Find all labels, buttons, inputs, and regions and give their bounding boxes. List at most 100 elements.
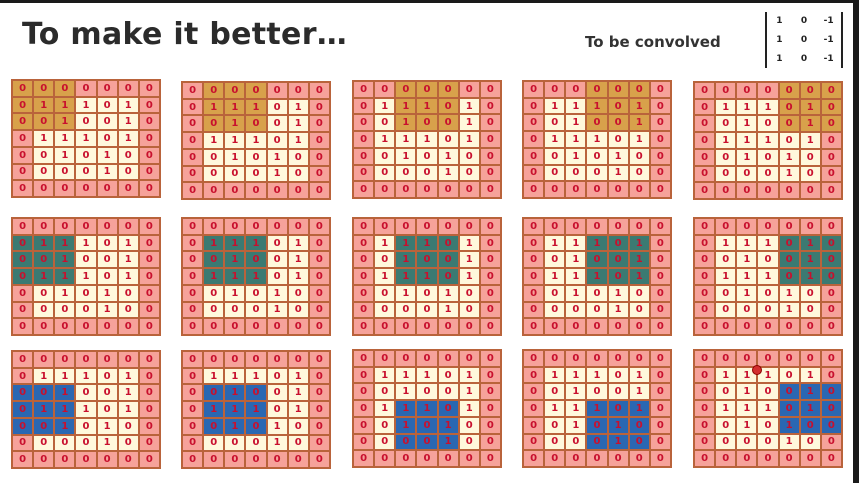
matrix-cell: 0 [778,450,800,467]
kernel-label: To be convolved [585,33,721,51]
matrix-cell: 1 [799,383,821,401]
matrix-cell: 0 [75,384,97,402]
matrix-cell: 0 [353,218,375,235]
matrix-cell: 0 [757,218,779,235]
matrix-cell: 0 [736,450,758,467]
matrix-cell: 1 [715,132,737,149]
matrix-cell: 0 [203,218,225,235]
matrix-cell: 0 [736,301,758,319]
matrix-cell: 0 [33,417,55,435]
matrix-cell: 0 [308,401,330,418]
matrix-cell: 1 [715,234,737,252]
matrix-cell: 0 [182,234,204,252]
matrix-cell: 0 [308,301,330,319]
matrix-cell: 1 [245,401,267,418]
matrix-cell: 0 [820,132,842,149]
matrix-cell: 0 [778,218,800,235]
matrix-cell: 0 [820,366,842,384]
matrix-cell: 1 [395,97,417,115]
matrix-cell: 0 [565,301,587,319]
matrix-cell: 0 [437,97,459,115]
matrix-cell: 1 [416,400,438,417]
matrix-cell: 1 [54,284,76,302]
matrix-cell: 0 [182,182,204,199]
matrix-cell: 1 [565,147,587,165]
matrix-cell: 1 [33,401,55,418]
matrix-cell: 0 [96,318,118,335]
matrix-cell: 1 [607,147,629,165]
matrix-cell: 1 [544,400,566,417]
matrix-cell: 0 [308,284,330,302]
matrix-cell: 0 [33,113,55,131]
matrix-cell: 0 [757,450,779,467]
matrix-cell: 0 [224,218,246,235]
matrix-cell: 1 [458,268,480,285]
matrix-cell: 0 [308,182,330,199]
matrix-cell: 0 [523,234,545,252]
matrix-cell: 0 [586,81,608,98]
matrix-cell: 0 [75,146,97,164]
matrix-cell: 0 [523,366,545,384]
matrix-cell: 1 [266,165,288,183]
kernel-cell: -1 [823,34,834,45]
matrix-cell: 1 [224,251,246,269]
matrix-cell: 0 [245,251,267,269]
matrix-cell: 1 [607,164,629,182]
matrix-cell: 0 [757,383,779,401]
matrix-cell: 0 [757,251,779,269]
matrix-cell: 0 [586,147,608,165]
matrix-cell: 0 [308,165,330,183]
matrix-cell: 0 [12,417,34,435]
matrix-cell: 1 [565,234,587,252]
matrix-cell: 1 [224,148,246,166]
matrix-cell: 0 [96,180,118,197]
matrix-cell: 1 [757,268,779,285]
matrix-cell: 0 [266,268,288,285]
matrix-cell: 0 [694,301,716,319]
kernel-cell: 1 [776,16,783,27]
matrix-cell: 1 [224,367,246,385]
matrix-cell: 1 [54,113,76,131]
matrix-cell: 1 [437,284,459,302]
matrix-cell: 0 [12,180,34,197]
matrix-cell: 0 [33,163,55,181]
matrix-cell: 0 [96,130,118,147]
matrix-cell: 0 [12,318,34,335]
matrix-cell: 0 [565,81,587,98]
matrix-cell: 0 [182,98,204,116]
matrix-cell: 0 [479,131,501,148]
matrix-cell: 0 [138,251,160,269]
matrix-cell: 1 [607,433,629,451]
matrix-cell: 0 [12,96,34,114]
matrix-cell: 0 [203,434,225,452]
matrix-cell: 0 [479,234,501,252]
matrix-cell: 0 [715,383,737,401]
matrix-cell: 0 [12,384,34,402]
matrix-cell: 0 [308,417,330,435]
matrix-cell: 0 [96,96,118,114]
matrix-cell: 0 [649,234,671,252]
matrix-cell: 0 [479,366,501,384]
matrix-cell: 0 [374,251,396,269]
matrix-cell: 0 [649,284,671,302]
matrix-cell: 0 [544,251,566,269]
matrix-cell: 0 [117,351,139,368]
matrix-cell: 0 [182,218,204,235]
matrix-cell: 0 [245,218,267,235]
matrix-cell: 0 [736,218,758,235]
matrix-cell: 0 [694,318,716,335]
matrix-cell: 1 [203,268,225,285]
matrix-cell: 0 [544,284,566,302]
matrix-cell: 0 [33,80,55,97]
matrix-cell: 1 [544,366,566,384]
matrix-cell: 0 [203,251,225,269]
matrix-cell: 0 [544,164,566,182]
matrix-cell: 0 [607,81,629,98]
matrix-cell: 1 [224,132,246,149]
matrix-cell: 0 [523,416,545,434]
matrix-cell: 1 [565,131,587,148]
matrix-cell: 1 [395,366,417,384]
matrix-cell: 0 [224,301,246,319]
